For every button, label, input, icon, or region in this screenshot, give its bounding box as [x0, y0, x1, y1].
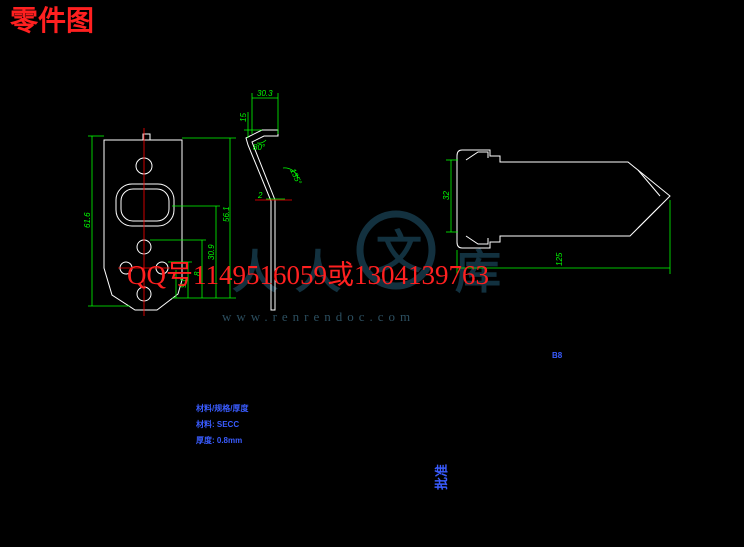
flat-blank-notch-bottom — [465, 235, 489, 245]
side-view-bend-arc — [256, 139, 267, 144]
front-view-slot-inner — [120, 188, 170, 222]
side-view-profile — [245, 129, 279, 311]
watermark-char-3: 文 — [376, 225, 422, 279]
side-view-dimensions: 30.3 15 — [239, 89, 279, 138]
watermark-contact-text: QQ号1149516059或1304139763 — [127, 260, 489, 290]
flat-blank-view — [456, 149, 671, 249]
front-view-top-tab — [104, 133, 182, 141]
watermark-char-4: 库 — [455, 245, 501, 299]
dim-bend-angle: 80° — [253, 143, 266, 152]
flat-blank-outline — [456, 149, 671, 249]
side-view-angle-arc — [282, 167, 299, 179]
dim-blank-length: 125 — [555, 252, 564, 266]
watermark-circle-logo — [356, 210, 436, 290]
dim-overall-height: 61.6 — [83, 212, 92, 228]
signature-text: 批准 — [434, 464, 449, 490]
dim-side-angle: 135° — [288, 167, 303, 187]
watermark-url: www.renrendoc.com — [222, 309, 415, 324]
watermark: 人 人 文 库 www.renrendoc.com — [222, 210, 501, 324]
blue-mark-label: B8 — [552, 351, 563, 360]
front-view-slot-outer — [115, 183, 175, 227]
front-view — [103, 128, 183, 316]
spec-notes: 材料/规格/厚度 材料: SECC 厚度: 0.8mm — [196, 403, 249, 445]
drawing-title: 零件图 — [10, 4, 94, 37]
watermark-char-1: 人 — [232, 245, 278, 299]
dim-hole-height-1: 56.1 — [222, 206, 231, 222]
spec-line-1: 材料/规格/厚度 — [196, 403, 249, 413]
front-view-outline — [103, 139, 183, 311]
dim-hole-height-4: 9.8 — [179, 276, 188, 288]
flat-blank-dimensions: 32 125 — [442, 159, 671, 274]
dim-thickness: 2 — [257, 191, 263, 200]
spec-line-3: 厚度: 0.8mm — [196, 435, 242, 445]
spec-line-2: 材料: SECC — [196, 419, 239, 429]
dim-top-width: 30.3 — [257, 89, 273, 98]
dim-blank-height: 32 — [442, 191, 451, 200]
watermark-char-2: 人 — [295, 245, 341, 299]
dim-hole-height-2: 30.9 — [207, 244, 216, 260]
dim-hole-height-3: 8 — [193, 271, 202, 276]
front-view-dimensions: 61.6 56.1 30.9 8 9.8 — [83, 135, 236, 307]
flat-blank-notch-top — [465, 151, 489, 161]
dim-top-height: 15 — [239, 113, 248, 122]
